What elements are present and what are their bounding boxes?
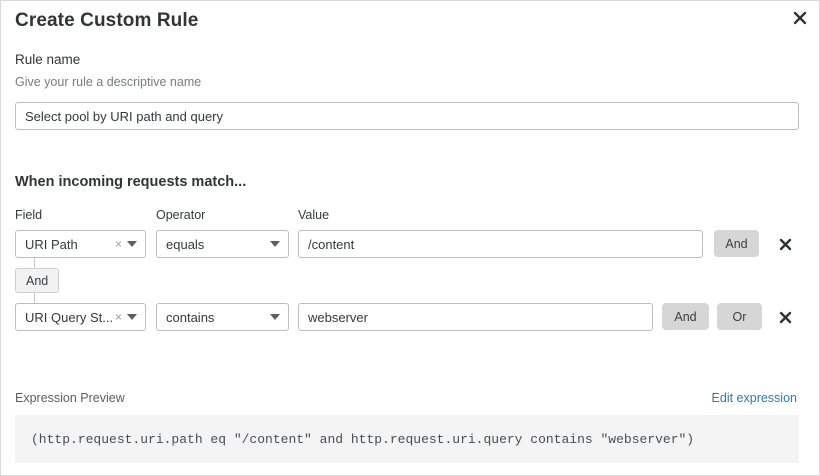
condition-row: URI Path × equals And xyxy=(1,230,820,258)
close-icon[interactable] xyxy=(790,8,810,28)
operator-select-1-label: equals xyxy=(166,236,205,252)
field-select-1-label: URI Path xyxy=(25,236,78,252)
and-button-row-1[interactable]: And xyxy=(714,230,759,257)
or-button-row-2[interactable]: Or xyxy=(717,303,762,330)
condition-row: URI Query St... × contains And Or xyxy=(1,303,820,331)
connector-line-top xyxy=(34,258,35,268)
chevron-down-icon xyxy=(270,241,280,247)
expression-preview-text: (http.request.uri.path eq "/content" and… xyxy=(31,431,695,447)
delete-condition-icon-2[interactable] xyxy=(775,307,795,327)
expression-preview-label: Expression Preview xyxy=(15,391,125,405)
operator-select-1[interactable]: equals xyxy=(156,230,289,258)
connector-line-bottom xyxy=(34,293,35,303)
chevron-down-icon xyxy=(270,314,280,320)
value-input-2[interactable] xyxy=(298,303,653,331)
field-select-1[interactable]: URI Path × xyxy=(15,230,146,258)
and-button-row-2[interactable]: And xyxy=(662,303,709,330)
field-select-2-label: URI Query St... xyxy=(25,309,113,325)
column-header-field: Field xyxy=(15,208,43,222)
chevron-down-icon xyxy=(127,314,137,320)
expression-preview-box: (http.request.uri.path eq "/content" and… xyxy=(15,415,799,463)
value-input-1[interactable] xyxy=(298,230,703,258)
field-clear-icon[interactable]: × xyxy=(114,237,122,251)
rule-name-help-text: Give your rule a descriptive name xyxy=(15,75,202,89)
operator-select-2-label: contains xyxy=(166,309,215,325)
dialog-title: Create Custom Rule xyxy=(15,10,199,31)
column-header-operator: Operator xyxy=(156,208,206,222)
rule-name-label: Rule name xyxy=(15,52,81,67)
field-clear-icon[interactable]: × xyxy=(114,310,122,324)
chevron-down-icon xyxy=(127,241,137,247)
column-header-value: Value xyxy=(298,208,330,222)
field-select-2[interactable]: URI Query St... × xyxy=(15,303,146,331)
operator-select-2[interactable]: contains xyxy=(156,303,289,331)
rule-name-input[interactable] xyxy=(15,102,799,130)
edit-expression-link[interactable]: Edit expression xyxy=(711,391,797,405)
match-section-heading: When incoming requests match... xyxy=(15,174,247,190)
connector-and-chip[interactable]: And xyxy=(15,268,60,293)
delete-condition-icon-1[interactable] xyxy=(775,234,795,254)
